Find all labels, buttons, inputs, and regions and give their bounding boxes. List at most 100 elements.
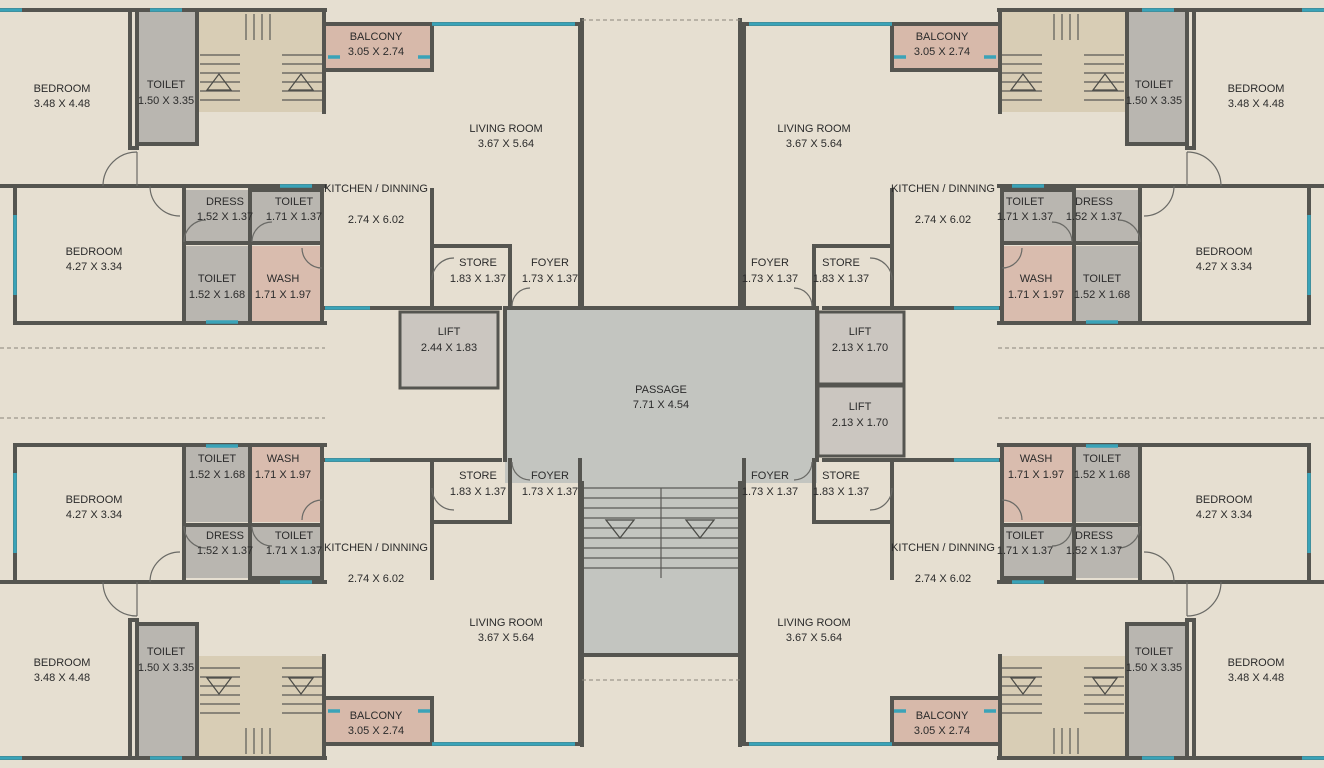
tl-balcony-name: BALCONY [350,31,403,43]
tl-dress-dims: 1.52 X 1.37 [197,211,253,223]
door-swing [183,219,207,243]
bl-living-name: LIVING ROOM [469,617,542,629]
br-bedroom1-dims: 3.48 X 4.48 [1228,672,1284,684]
balcony-fill [892,698,1000,744]
bl-bedroom2-dims: 4.27 X 3.34 [66,509,122,521]
br-balcony-name: BALCONY [916,710,969,722]
door-swing [183,525,207,549]
tl-toilet3-name: TOILET [198,273,237,285]
door-swing [149,551,181,583]
door-swing [793,287,813,307]
bl-toilet2-dims: 1.71 X 1.37 [266,545,322,557]
lift-right-bottom [816,384,906,458]
bl-balcony-dims: 3.05 X 2.74 [348,725,404,737]
central-staircase [584,487,738,578]
br-store-dims: 1.83 X 1.37 [813,486,869,498]
bl-foyer-name: FOYER [531,470,569,482]
tr-toilet3-name: TOILET [1083,273,1122,285]
tr-toilet2-name: TOILET [1006,196,1045,208]
tl-store-name: STORE [459,257,497,269]
stair-fill [1000,656,1126,756]
wash-fill [252,446,322,522]
br-foyer-name: FOYER [751,470,789,482]
br-wash-name: WASH [1020,453,1053,465]
door-swing [1051,525,1073,547]
bl-toilet3-dims: 1.52 X 1.68 [189,469,245,481]
door-swing [1117,219,1141,243]
tr-store-dims: 1.83 X 1.37 [813,273,869,285]
stair-arrow-icon [684,519,716,540]
tl-bedroom2-name: BEDROOM [66,246,123,258]
bl-bedroom1-dims: 3.48 X 4.48 [34,672,90,684]
door-swing [149,185,181,217]
br-toilet3-name: TOILET [1083,453,1122,465]
br-bedroom2-dims: 4.27 X 3.34 [1196,509,1252,521]
toilet-fill [137,12,197,144]
stair-arrow-icon [205,677,233,695]
toilet2-fill [1002,526,1072,578]
door-swing [1143,551,1175,583]
br-bedroom1-name: BEDROOM [1228,657,1285,669]
bl-living-dims: 3.67 X 5.64 [478,632,534,644]
tr-kitchen-dims: 2.74 X 6.02 [915,214,971,226]
unit-top-right [742,8,1324,325]
tl-toilet2-dims: 1.71 X 1.37 [266,211,322,223]
tr-toilet-dims: 1.50 X 3.35 [1126,95,1182,107]
apartment-units [0,8,1324,760]
door-swing [1143,185,1175,217]
tr-toilet2-dims: 1.71 X 1.37 [997,211,1053,223]
lift-right-bottom-name: LIFT [849,401,872,413]
tr-foyer-dims: 1.73 X 1.37 [742,273,798,285]
tl-toilet3-dims: 1.52 X 1.68 [189,289,245,301]
toilet3-fill [186,246,250,322]
tr-foyer-name: FOYER [751,257,789,269]
toilet2-fill [252,190,322,242]
door-swing [1001,247,1023,269]
toilet3-fill [1074,246,1138,322]
br-dress-name: DRESS [1075,530,1113,542]
door-swing [431,257,455,281]
tr-living-name: LIVING ROOM [777,123,850,135]
door-swing [251,221,273,243]
tr-bedroom2-name: BEDROOM [1196,246,1253,258]
passage-floor [505,308,817,483]
bl-wash-dims: 1.71 X 1.97 [255,469,311,481]
stair-fill [1000,12,1126,112]
dress-fill [184,190,250,242]
stair-arrow-icon [1091,73,1119,91]
lift-right-top-dims: 2.13 X 1.70 [832,342,888,354]
tl-bedroom1-name: BEDROOM [34,83,91,95]
tr-dress-name: DRESS [1075,196,1113,208]
bl-toilet-dims: 1.50 X 3.35 [138,662,194,674]
tl-bedroom1-dims: 3.48 X 4.48 [34,98,90,110]
tr-store-name: STORE [822,257,860,269]
stair-arrow-icon [604,519,636,540]
stair-arrow-icon [287,677,315,695]
lift-left [398,310,500,390]
stair-arrow-icon [1009,73,1037,91]
unit-top-left [0,8,582,325]
stair-fill [198,12,324,112]
lift-left-dims: 2.44 X 1.83 [421,342,477,354]
passage-name: PASSAGE [635,384,687,396]
door-swing [511,461,531,481]
toilet-fill [1127,12,1187,144]
balcony-fill [892,24,1000,70]
lift-right-top-name: LIFT [849,326,872,338]
door-swing [869,257,893,281]
tl-kitchen-name: KITCHEN / DINNING [324,183,428,195]
door-swing [301,499,323,521]
tl-toilet-name: TOILET [147,79,186,91]
tl-kitchen-dims: 2.74 X 6.02 [348,214,404,226]
bl-dress-dims: 1.52 X 1.37 [197,545,253,557]
toilet2-fill [252,526,322,578]
tl-wash-dims: 1.71 X 1.97 [255,289,311,301]
passage-dims: 7.71 X 4.54 [633,399,689,411]
toilet3-fill [1074,446,1138,522]
lift-right-bottom-dims: 2.13 X 1.70 [832,417,888,429]
wash-fill [1002,446,1072,522]
balcony-fill [324,698,432,744]
door-swing [1051,221,1073,243]
door-swing [102,581,138,617]
